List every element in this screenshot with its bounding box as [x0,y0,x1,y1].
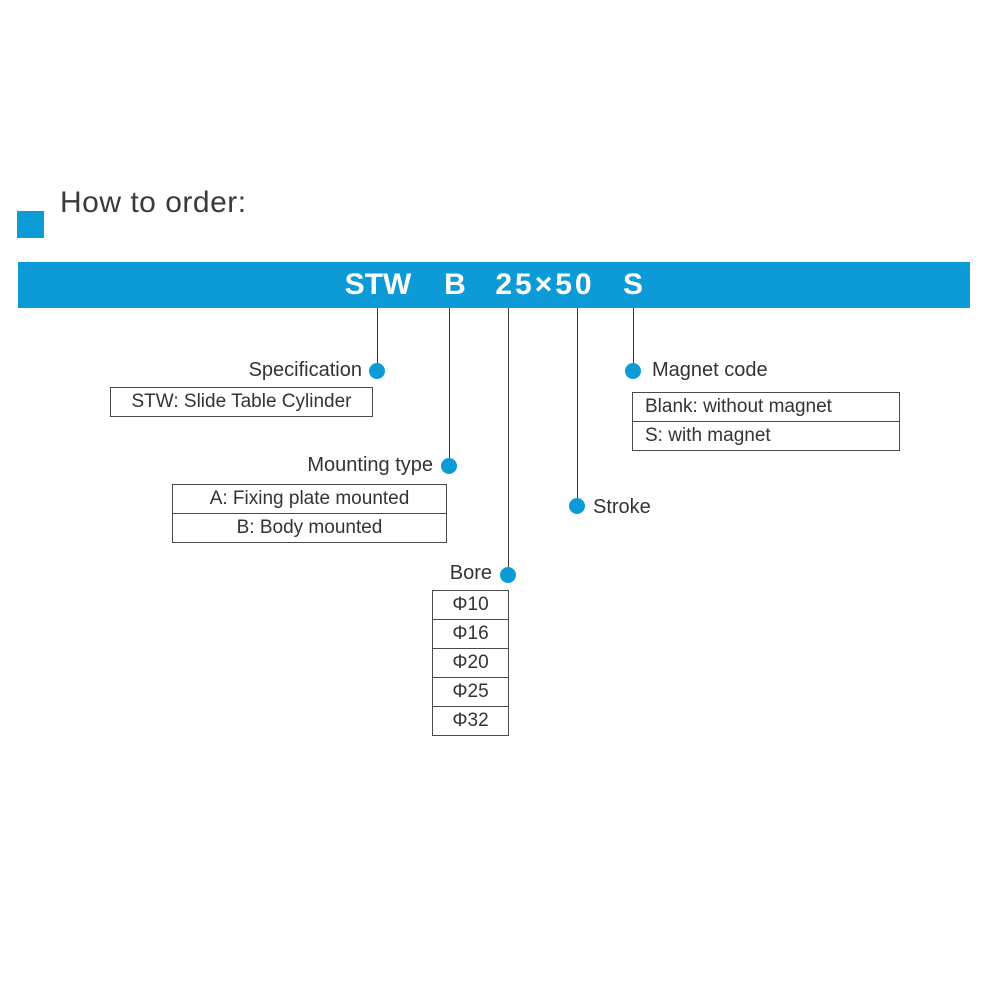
option-row: A: Fixing plate mounted [209,488,410,509]
code-part-mounting-type: B [444,268,466,301]
option-row: B: Body mounted [173,513,446,542]
option-row: Φ20 [433,648,508,677]
callout-dot-magnet-code [625,363,641,379]
options-box-specification: STW: Slide Table Cylinder [110,387,373,417]
connector-line-stroke [577,308,578,500]
page-title: How to order: [60,186,247,219]
option-row: STW: Slide Table Cylinder [131,391,352,412]
callout-dot-stroke [569,498,585,514]
option-row: Φ32 [433,706,508,735]
label-stroke: Stroke [593,496,651,518]
option-row: Φ10 [452,594,489,615]
code-part-magnet-code: S [622,268,643,301]
order-code-banner: STW B 25×50 S [18,262,970,308]
callout-dot-bore [500,567,516,583]
connector-line-mounting-type [449,308,450,459]
connector-line-magnet-code [633,308,634,364]
section-bullet-square [17,211,44,238]
label-magnet-code: Magnet code [652,359,768,381]
options-box-bore: Φ10 Φ16 Φ20 Φ25 Φ32 [432,590,509,736]
option-row: Φ25 [433,677,508,706]
option-row: S: with magnet [633,421,899,450]
code-part-specification: STW [344,268,412,301]
option-row: Blank: without magnet [645,396,832,417]
options-box-magnet-code: Blank: without magnet S: with magnet [632,392,900,451]
label-mounting-type: Mounting type [307,454,433,476]
option-row: Φ16 [433,619,508,648]
connector-line-specification [377,308,378,364]
label-bore: Bore [449,562,492,584]
code-part-bore-stroke: 25×50 [495,268,595,301]
options-box-mounting-type: A: Fixing plate mounted B: Body mounted [172,484,447,543]
callout-dot-specification [369,363,385,379]
connector-line-bore [508,308,509,568]
label-specification: Specification [248,359,362,381]
callout-dot-mounting-type [441,458,457,474]
